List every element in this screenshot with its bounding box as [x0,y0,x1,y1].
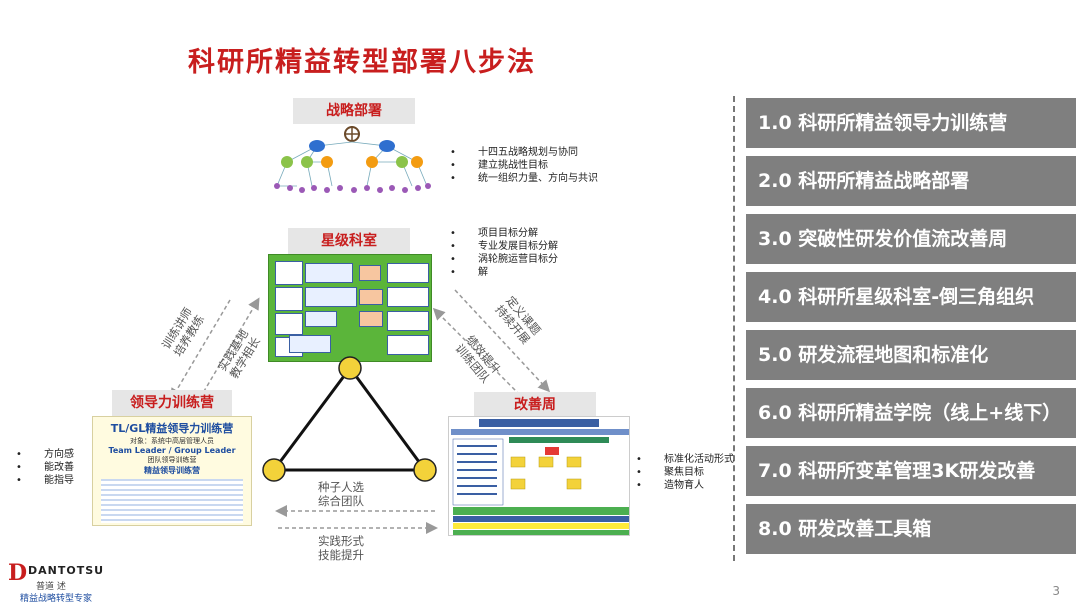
triangle-outline [271,365,428,472]
leader-poster: TL/GL精益领导力训练营 对象：系统中高层管理人员 Team Leader /… [92,416,252,526]
star-bullet: 专业发展目标分解 [448,240,558,253]
poster-en: Team Leader / Group Leader [108,446,236,455]
star-diagram [268,254,432,362]
stage-box [289,335,331,353]
arrow-right-inner [432,307,521,396]
poster-team: 团队领导训练营 [147,456,197,464]
arrow-text: 实践形式 [318,534,364,548]
node-right [413,458,437,482]
desc-box [387,263,429,283]
strategy-diagram [272,124,432,198]
strategy-bullets: 十四五战略规划与协同 建立挑战性目标 统一组织力量、方向与共识 [448,146,598,185]
arrow-label-bottom-top: 种子人选 综合团队 [318,480,364,508]
star-bullet-cont: 解 [448,266,558,279]
poster-program: 精益领导训练营 [144,466,200,475]
kaizen-bullets: 标准化活动形式 聚焦目标 造物育人 [634,453,734,492]
kaizen-bullet: 标准化活动形式 [634,453,734,466]
level-box [275,261,303,285]
step-5: 5.0 研发流程地图和标准化 [746,330,1076,380]
kaizen-diagram [448,416,630,536]
desc-box [387,287,429,307]
stage-box [305,263,353,283]
kaizen-bullet: 造物育人 [634,479,734,492]
page-number: 3 [1052,584,1060,598]
step-2: 2.0 科研所精益战略部署 [746,156,1076,206]
logo-cn: 普道 述 [36,582,66,592]
note-box [359,311,383,327]
arrow-left-inner [199,297,260,399]
strategy-bullet: 建立挑战性目标 [448,159,598,172]
step-7: 7.0 科研所变革管理3K研发改善 [746,446,1076,496]
arrow-label-bottom-bottom: 实践形式 技能提升 [318,534,364,562]
logo-tagline: 精益战略转型专家 [20,594,93,604]
arrow-text: 种子人选 [318,480,364,494]
leader-bullets: 方向感 能改善 能指导 [14,448,74,487]
strategy-bullet: 统一组织力量、方向与共识 [448,172,598,185]
step-6: 6.0 科研所精益学院（线上+线下） [746,388,1076,438]
level-box [275,287,303,311]
step-1: 1.0 科研所精益领导力训练营 [746,98,1076,148]
star-label: 星级科室 [288,228,410,254]
star-bullet: 涡轮腕运营目标分 [448,253,558,266]
kaizen-bullet: 聚焦目标 [634,466,734,479]
logo-brand: DANTOTSU [28,564,105,577]
stage-box [305,287,357,307]
leader-bullet: 方向感 [14,448,74,461]
arrow-text: 技能提升 [318,548,364,562]
step-4: 4.0 科研所星级科室-倒三角组织 [746,272,1076,322]
poster-target: 对象：系统中高层管理人员 [130,437,214,445]
dashed-divider [733,96,735,561]
strategy-label: 战略部署 [293,98,415,124]
arrow-text: 综合团队 [318,494,364,508]
level-box [275,313,303,335]
node-left [262,458,286,482]
step-8: 8.0 研发改善工具箱 [746,504,1076,554]
node-top [338,356,362,380]
note-box [359,289,383,305]
poster-title: TL/GL精益领导力训练营 [110,422,234,435]
strategy-bullet: 十四五战略规划与协同 [448,146,598,159]
star-bullets: 项目目标分解 专业发展目标分解 涡轮腕运营目标分 解 [448,227,558,279]
leader-bullet: 能指导 [14,474,74,487]
poster-body-text [101,479,243,523]
leader-label: 领导力训练营 [112,390,232,416]
desc-box [387,311,429,331]
arrow-left-outer [170,299,231,401]
company-logo: D DANTOTSU 普道 述 精益战略转型专家 [8,560,118,604]
kaizen-label: 改善周 [474,392,596,418]
logo-d-icon: D [8,560,28,586]
stage-box [305,311,337,327]
star-bullet: 项目目标分解 [448,227,558,240]
step-3: 3.0 突破性研发价值流改善周 [746,214,1076,264]
page-title: 科研所精益转型部署八步法 [188,47,536,78]
arrow-right-outer [454,289,551,393]
leader-bullet: 能改善 [14,461,74,474]
desc-box [387,335,429,355]
note-box [359,265,381,281]
